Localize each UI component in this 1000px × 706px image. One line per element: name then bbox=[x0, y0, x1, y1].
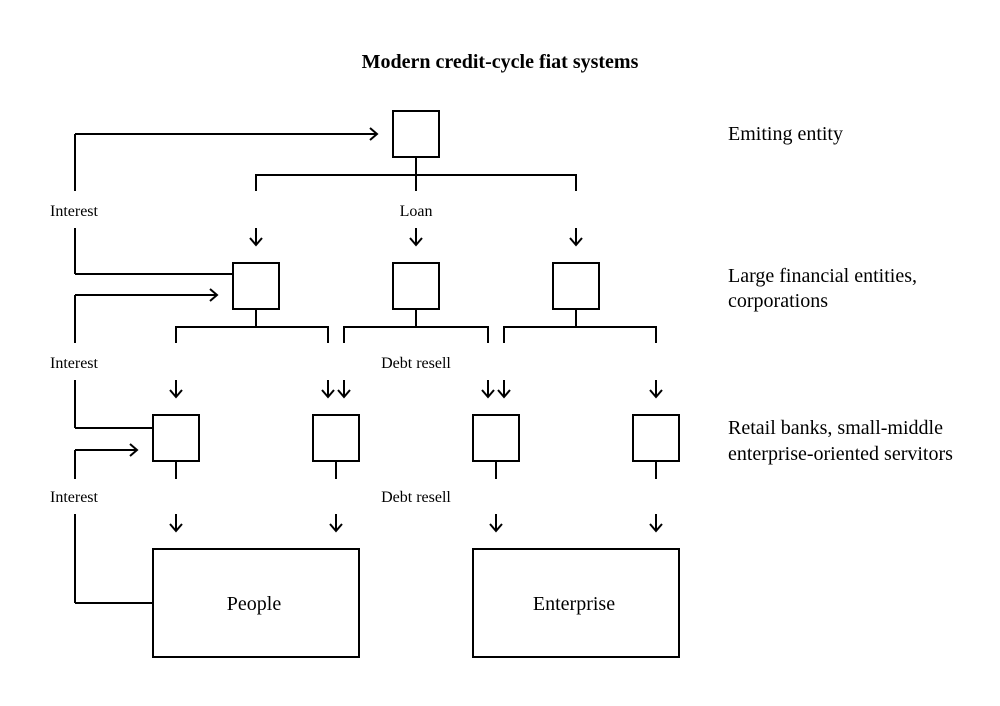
arrow-down-icon bbox=[169, 514, 183, 533]
retail-bank-box-3 bbox=[472, 414, 520, 462]
branch-bracket bbox=[343, 326, 489, 343]
retail-bank-box-2 bbox=[312, 414, 360, 462]
arrow-down-icon bbox=[409, 228, 423, 247]
loan-label: Loan bbox=[400, 203, 433, 220]
arrow-down-icon bbox=[497, 380, 511, 399]
arrow-right-icon bbox=[75, 443, 139, 457]
retail-bank-box-1 bbox=[152, 414, 200, 462]
arrow-down-icon bbox=[481, 380, 495, 399]
arrow-down-icon bbox=[489, 514, 503, 533]
emitting-entity-box bbox=[392, 110, 440, 158]
arrow-down-icon bbox=[169, 380, 183, 399]
interest-label-top: Interest bbox=[50, 203, 99, 220]
arrow-down-icon bbox=[337, 380, 351, 399]
enterprise-label: Enterprise bbox=[533, 593, 615, 615]
arrow-right-icon bbox=[75, 288, 219, 302]
level-label-large-1: Large financial entities, bbox=[728, 265, 917, 287]
arrow-down-icon bbox=[649, 514, 663, 533]
level-label-emitting: Emiting entity bbox=[728, 123, 843, 145]
enterprise-box bbox=[472, 548, 680, 658]
level-label-large-2: corporations bbox=[728, 290, 828, 312]
diagram-title: Modern credit-cycle fiat systems bbox=[362, 51, 639, 73]
people-label: People bbox=[227, 593, 282, 615]
branch-bracket bbox=[503, 326, 657, 343]
arrow-down-icon bbox=[249, 228, 263, 247]
branch-bracket bbox=[175, 326, 329, 343]
level-label-retail-1: Retail banks, small-middle bbox=[728, 417, 943, 439]
debt-resell-label-mid: Debt resell bbox=[381, 355, 451, 372]
large-entity-box-3 bbox=[552, 262, 600, 310]
debt-resell-label-bottom: Debt resell bbox=[381, 489, 451, 506]
arrow-down-icon bbox=[649, 380, 663, 399]
retail-bank-box-4 bbox=[632, 414, 680, 462]
large-entity-box-2 bbox=[392, 262, 440, 310]
interest-label-mid: Interest bbox=[50, 355, 99, 372]
level-label-retail-2: enterprise-oriented servitors bbox=[728, 443, 953, 465]
interest-label-bottom: Interest bbox=[50, 489, 99, 506]
arrow-down-icon bbox=[569, 228, 583, 247]
arrow-right-icon bbox=[75, 127, 379, 141]
arrow-down-icon bbox=[329, 514, 343, 533]
arrow-down-icon bbox=[321, 380, 335, 399]
large-entity-box-1 bbox=[232, 262, 280, 310]
